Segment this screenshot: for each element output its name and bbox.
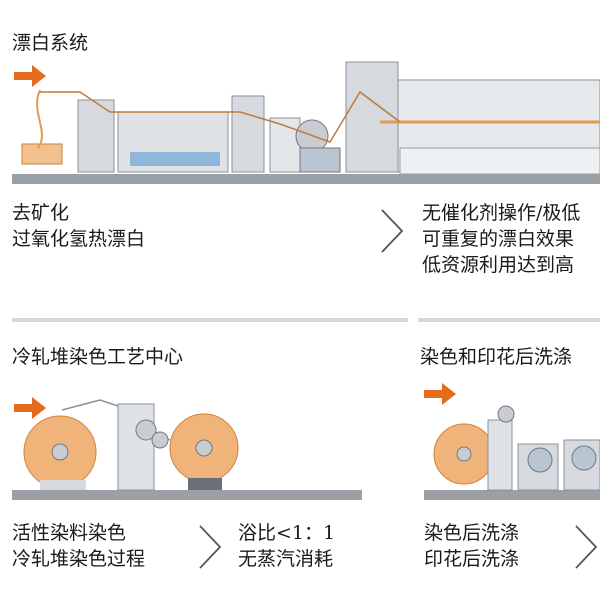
section-divider-right [418, 318, 600, 322]
coldpad-caption-b: 浴比<1：1 无蒸汽消耗 [238, 522, 336, 570]
feed-arrow-icon [14, 65, 46, 87]
coldpad-title: 冷轧堆染色工艺中心 [12, 346, 184, 368]
bleach-right-caption: 无催化剂操作/极低 可重复的漂白效果 低资源利用达到高 [422, 202, 581, 276]
bleach-title: 漂白系统 [12, 32, 89, 54]
wash-caption: 染色后洗涤 印花后洗涤 [424, 522, 520, 570]
wash-title: 染色和印花后洗涤 [420, 346, 573, 368]
chevron-right-icon [381, 209, 404, 253]
wash-illustration [424, 383, 600, 500]
section-divider-left [12, 318, 408, 322]
feed-arrow-icon [14, 397, 46, 419]
bleach-left-caption: 去矿化 过氧化氢热漂白 [12, 202, 146, 250]
chevron-right-icon [575, 525, 598, 569]
chevron-right-icon [199, 525, 222, 569]
bleach-line-illustration [12, 61, 600, 184]
coldpad-caption-a: 活性染料染色 冷轧堆染色过程 [12, 522, 146, 570]
coldpad-illustration [12, 397, 362, 500]
feed-arrow-icon [424, 383, 456, 405]
